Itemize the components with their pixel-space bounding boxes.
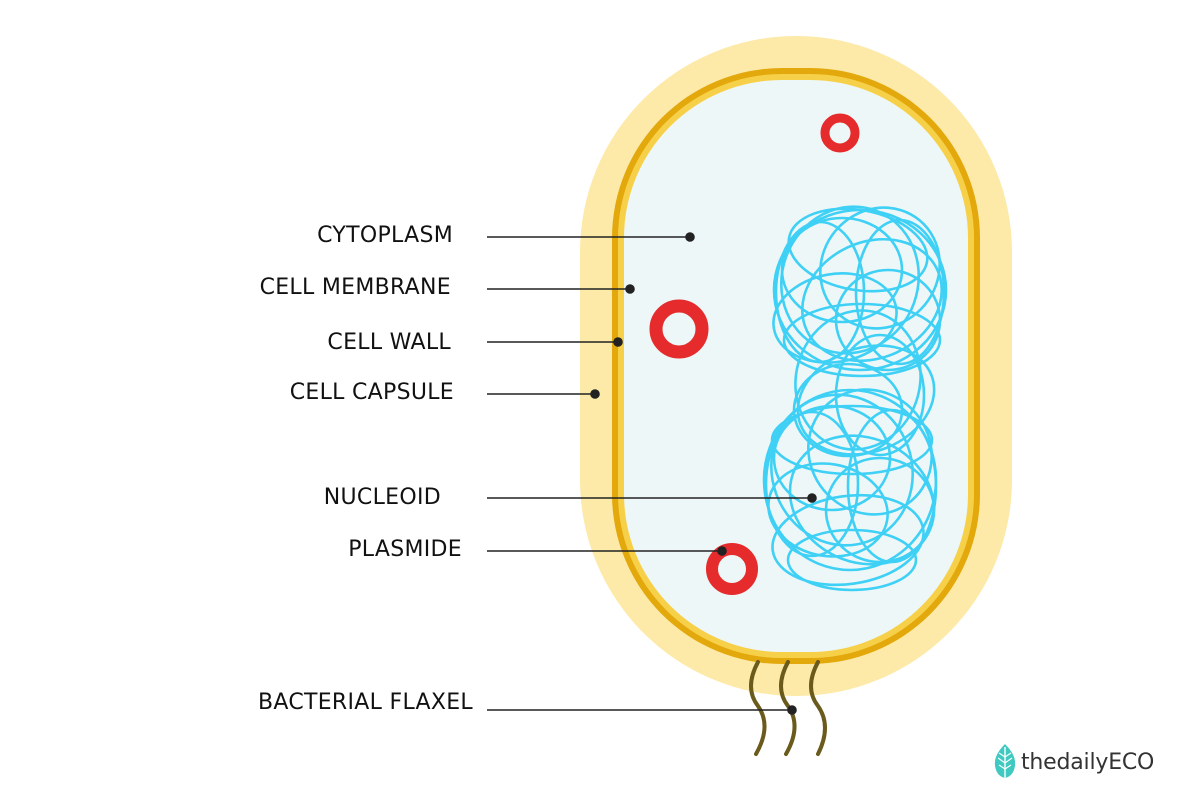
leaf-icon [994,744,1016,780]
plasmid-bottom [706,543,758,595]
plasmid-middle [649,299,709,359]
bacterial-flagella [749,660,827,756]
brand-logo-text: thedailyECO [1021,749,1155,775]
brand-logo: thedailyECO [992,742,1162,782]
cytoplasm [624,80,968,652]
label-cell-wall: CELL WALL [327,330,451,355]
flagellum-3 [809,660,827,756]
flagellum-1 [749,660,767,756]
label-nucleoid: NUCLEOID [323,485,441,510]
label-plasmide: PLASMIDE [348,537,462,562]
label-cell-capsule: CELL CAPSULE [289,380,454,405]
label-cell-membrane: CELL MEMBRANE [259,275,451,300]
flagellum-2 [779,660,797,756]
label-cytoplasm: CYTOPLASM [317,223,453,248]
nucleoid [762,205,948,592]
leader-lines [487,232,817,715]
label-bacterial-flaxel: BACTERIAL FLAXEL [257,690,473,715]
plasmids [649,113,860,595]
plasmid-top [820,113,860,153]
